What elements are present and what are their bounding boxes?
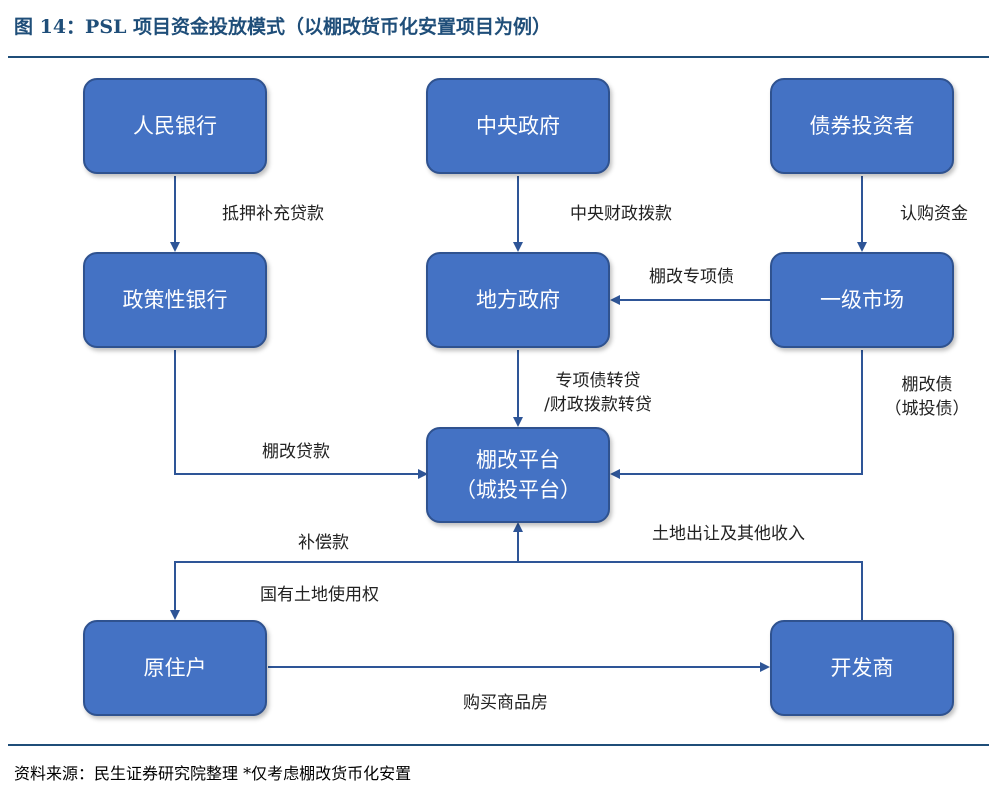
node-platform: 棚改平台 （城投平台） xyxy=(426,427,610,523)
node-policy-bank: 政策性银行 xyxy=(83,252,267,348)
bottom-rule xyxy=(8,744,989,746)
node-local-gov: 地方政府 xyxy=(426,252,610,348)
node-primary-market: 一级市场 xyxy=(770,252,954,348)
label-shanty-bonds-urban: 棚改债 （城投债） xyxy=(884,375,970,419)
label-state-land-use-rights: 国有土地使用权 xyxy=(260,585,379,605)
node-residents: 原住户 xyxy=(83,620,267,716)
arrow-developer-to-platform xyxy=(513,522,863,620)
arrow-platform-to-residents xyxy=(170,561,518,620)
label-shanty-loans: 棚改贷款 xyxy=(262,442,330,462)
source-note: 资料来源：民生证券研究院整理 *仅考虑棚改货币化安置 xyxy=(14,764,412,783)
arrow-primary-market-to-platform xyxy=(610,350,863,479)
top-rule xyxy=(8,56,989,58)
label-buy-commercial-housing: 购买商品房 xyxy=(463,693,548,713)
label-compensation: 补偿款 xyxy=(298,533,349,553)
node-central-gov: 中央政府 xyxy=(426,78,610,174)
label-subscription-funds: 认购资金 xyxy=(900,204,968,224)
node-pboc: 人民银行 xyxy=(83,78,267,174)
label-central-fiscal-allocation: 中央财政拨款 xyxy=(570,204,672,224)
figure-title: 图 14：PSL 项目资金投放模式（以棚改货币化安置项目为例） xyxy=(14,16,552,38)
arrow-policy-bank-to-platform xyxy=(174,350,428,479)
label-shanty-special-bonds: 棚改专项债 xyxy=(649,267,734,287)
node-developer: 开发商 xyxy=(770,620,954,716)
node-bond-investors: 债券投资者 xyxy=(770,78,954,174)
label-land-transfer-income: 土地出让及其他收入 xyxy=(652,524,805,544)
label-special-bond-relending: 专项债转贷 /财政拨款转贷 xyxy=(544,371,652,415)
label-pledge-supplementary-loan: 抵押补充贷款 xyxy=(222,204,324,224)
